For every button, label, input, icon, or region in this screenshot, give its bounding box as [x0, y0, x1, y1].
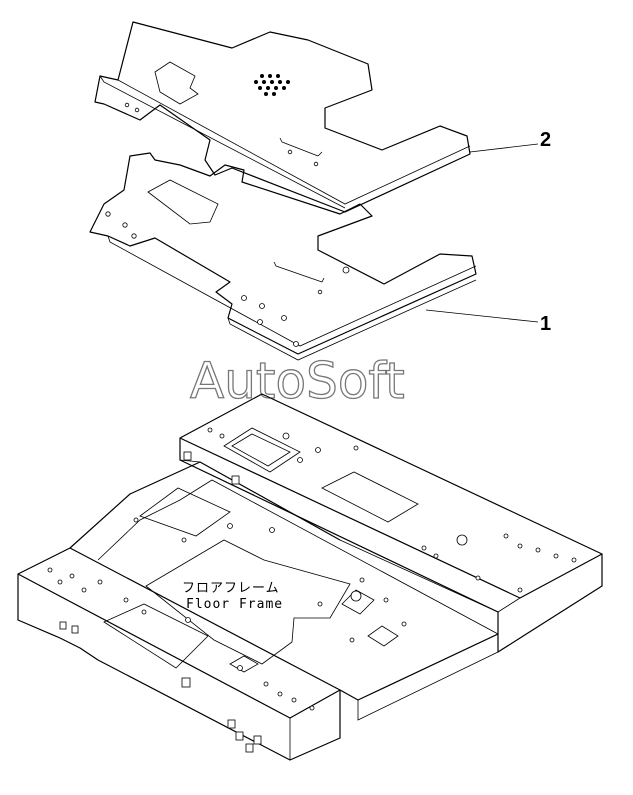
part-number-2: 2 — [540, 129, 551, 151]
vent-grille-icon — [254, 74, 290, 96]
frame-label-english: Floor Frame — [186, 597, 283, 612]
leader-lines — [425, 143, 539, 323]
floor-plate-lower — [89, 152, 477, 361]
floor-plate-upper — [94, 21, 471, 213]
frame-label-japanese: フロアフレーム — [182, 581, 280, 596]
floor-frame — [17, 393, 603, 761]
watermark-text: AutoSoft — [190, 352, 405, 410]
part-number-1: 1 — [540, 313, 551, 335]
